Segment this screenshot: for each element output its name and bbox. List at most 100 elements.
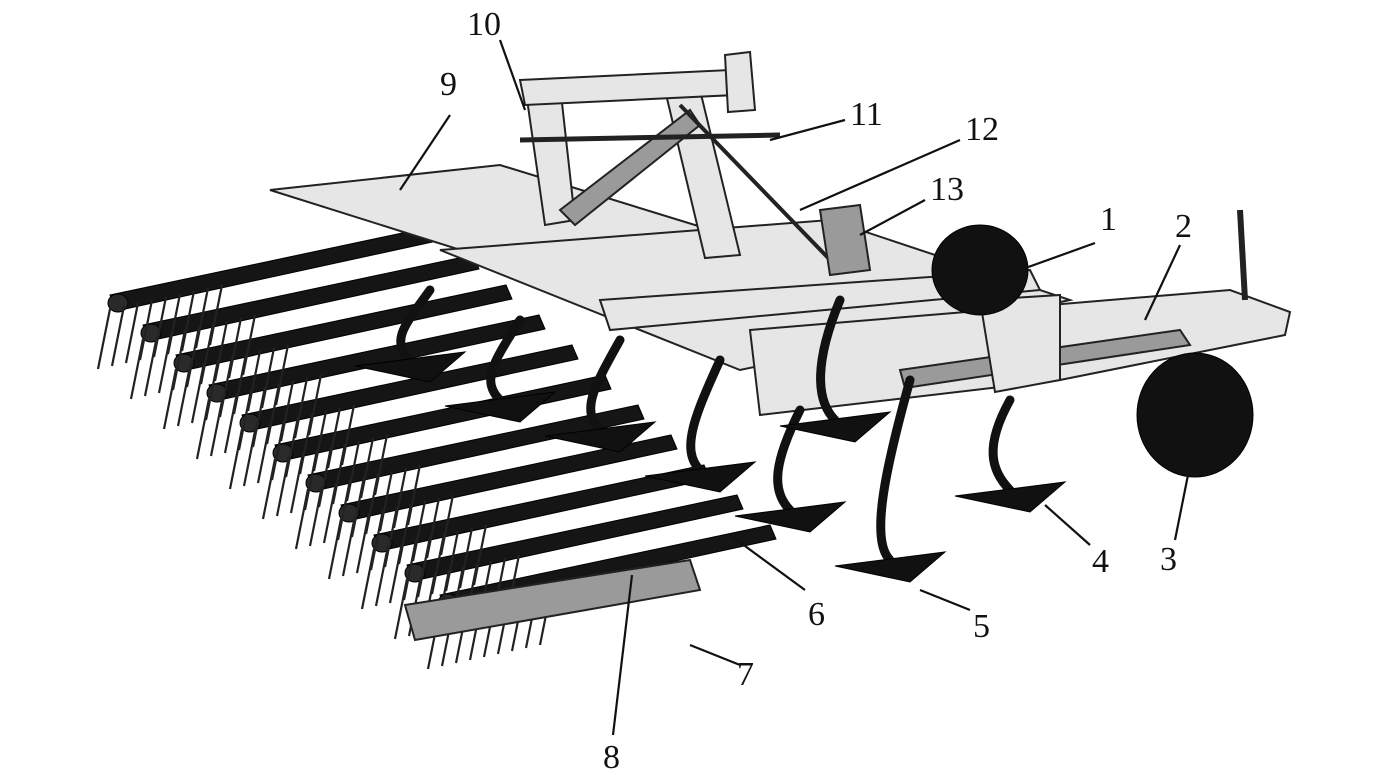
leader-3 [1173,474,1190,541]
harrow-tine [166,293,182,355]
harrow-tine [171,329,187,391]
harrow-tine [261,458,277,520]
harrow-tine [327,518,343,580]
sweep [734,501,847,533]
harrow-tine [129,338,145,400]
harrow-tine [275,455,291,517]
harrow-tine [388,542,404,604]
crumbler-roller [403,558,702,642]
shank [816,295,845,425]
callout-11: 11 [850,96,883,133]
harrow-tine [373,434,389,496]
callout-2: 2 [1175,208,1192,245]
sweep [444,391,557,423]
toolbar [598,268,1042,332]
harrow-tine [444,530,460,592]
lift-rod [818,203,872,277]
depth-wheel-rear [931,224,1029,316]
harrow-tine [383,506,399,568]
top-link [519,132,781,143]
harrow-tine [331,443,347,505]
harrow-tine [242,425,258,487]
leader-11 [769,118,846,142]
leader-13 [859,199,926,236]
shank [876,375,915,565]
harrow-tine [341,515,357,577]
harrow-tine [180,290,196,352]
harrow-tine [194,287,210,349]
leader-7 [689,643,741,667]
harrow-tine [312,410,328,472]
harrow-tine [374,545,390,607]
callout-4: 4 [1092,543,1109,580]
depth-wheel-front [1136,352,1254,478]
harrow-tine [350,476,366,538]
harrow-tine [227,317,243,379]
shank [586,335,625,435]
leader-10 [498,39,527,111]
harrow-tine [406,464,422,526]
harrow-assembly [96,224,777,670]
harrow-tine [294,488,310,550]
harrow-tine [425,497,441,559]
leader-2 [1144,244,1181,321]
harrow-tine [430,533,446,595]
harrow-tine [378,470,394,532]
harrow-tine [199,323,215,385]
harrow-tine [265,383,281,445]
leader-9 [399,114,451,191]
harrow-tine [157,332,173,394]
harrow-tine [393,578,409,640]
harrow-tine [110,305,126,367]
callout-9: 9 [440,66,457,103]
harrow-tine [411,500,427,562]
cultivator-shanks [354,285,1067,583]
harrow-tine [345,440,361,502]
harrow-tine [143,335,159,397]
harrow-tine [458,527,474,589]
leader-lines [399,39,1190,736]
harrow-tine [289,452,305,514]
harrow-tine [246,350,262,412]
hitch-headstock [518,50,872,277]
harrow-tine [360,548,376,610]
harrow-tine [209,395,225,457]
sweep [354,351,467,383]
leader-6 [729,534,806,591]
harrow-tine [232,353,248,415]
sweep [834,551,947,583]
callout-5: 5 [973,608,990,645]
leader-5 [919,588,971,612]
callout-6: 6 [808,596,825,633]
shank [396,285,435,365]
hitch-mast [723,50,757,114]
harrow-tine [228,428,244,490]
callout-8: 8 [603,739,620,775]
harrow-tine [260,347,276,409]
main-frame [269,163,1292,417]
harrow-tine [322,482,338,544]
harrow-tine [190,362,206,424]
callout-12: 12 [965,111,999,148]
harrow-tine [303,449,319,511]
harrow-tine [185,326,201,388]
harrow-tine [138,299,154,361]
callout-3: 3 [1160,541,1177,578]
harrow-tine [208,284,224,346]
harrow-tine [223,392,239,454]
harrow-tine [293,377,309,439]
harrow-tine [241,314,257,376]
shank [686,355,725,475]
harrow-tine [152,296,168,358]
harrow-tine [326,407,342,469]
harrow-tine [162,368,178,430]
harrow-tine [416,536,432,598]
leader-12 [799,138,961,212]
sweep [544,421,657,453]
harrow-tine [439,494,455,556]
harrow-tine [274,344,290,406]
harrow-tine [96,308,112,370]
callout-13: 13 [930,171,964,208]
leader-4 [1044,504,1091,546]
lower-link [678,103,837,267]
